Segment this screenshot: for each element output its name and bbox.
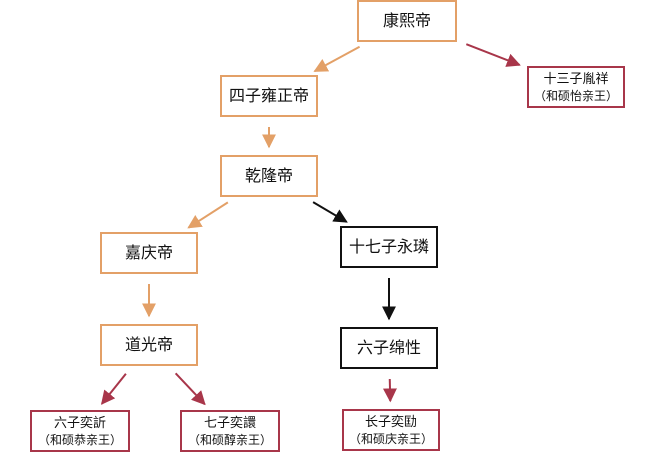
edge-kangxi-to-yongzheng — [313, 45, 361, 73]
node-yikuang: 长子奕劻 （和硕庆亲王） — [342, 409, 440, 451]
node-yixuan: 七子奕譞 （和硕醇亲王） — [180, 410, 280, 452]
edge-mianxing-to-yikuang — [382, 378, 397, 403]
edge-daoguang-to-yixuan — [174, 372, 206, 406]
node-label: 六子奕訢 — [53, 415, 106, 431]
node-label: 七子奕譞 — [203, 415, 256, 431]
node-title: （和硕醇亲王） — [187, 432, 272, 447]
node-label: 道光帝 — [124, 335, 173, 354]
edge-kangxi-to-yinxiang — [465, 43, 521, 67]
node-title: （和硕庆亲王） — [348, 431, 433, 446]
node-label: 乾隆帝 — [244, 166, 293, 185]
node-mianxing: 六子绵性 — [340, 327, 438, 369]
node-title: （和硕恭亲王） — [37, 432, 122, 447]
node-yongzheng-emperor: 四子雍正帝 — [220, 75, 318, 117]
node-yonglin: 十七子永璘 — [340, 226, 438, 268]
node-daoguang-emperor: 道光帝 — [100, 324, 198, 366]
node-jiaqing-emperor: 嘉庆帝 — [100, 232, 198, 274]
node-label: 六子绵性 — [356, 338, 421, 357]
edge-qianlong-to-yonglin — [312, 201, 348, 223]
edge-qianlong-to-jiaqing — [187, 201, 229, 229]
node-yinxiang: 十三子胤祥 （和硕怡亲王） — [527, 66, 625, 108]
node-kangxi-emperor: 康熙帝 — [357, 0, 457, 42]
node-label: 康熙帝 — [382, 11, 431, 30]
node-label: 长子奕劻 — [364, 414, 417, 430]
node-label: 嘉庆帝 — [124, 243, 173, 262]
node-qianlong-emperor: 乾隆帝 — [220, 155, 318, 197]
node-label: 四子雍正帝 — [228, 86, 309, 105]
node-label: 十七子永璘 — [348, 237, 429, 256]
edge-daoguang-to-yixin — [100, 373, 127, 405]
node-yixin: 六子奕訢 （和硕恭亲王） — [30, 410, 130, 452]
node-label: 十三子胤祥 — [543, 71, 609, 87]
node-title: （和硕怡亲王） — [533, 88, 618, 103]
